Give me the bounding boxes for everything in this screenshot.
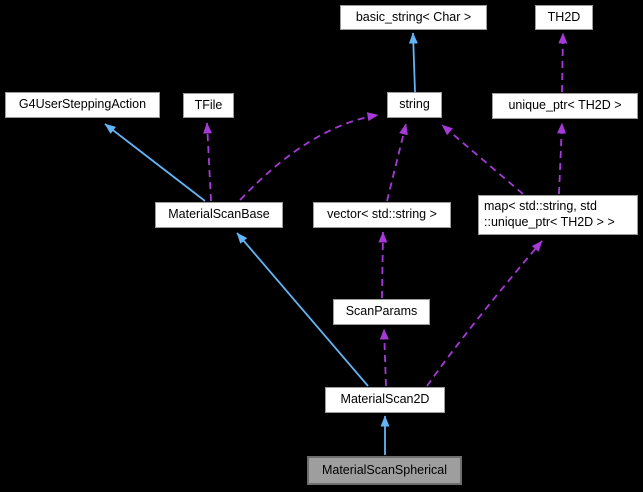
- node-g4usersteppingaction-label: G4UserSteppingAction: [18, 97, 147, 112]
- edge-map-to-string: [441, 124, 524, 195]
- node-unique-ptr-th2d-label: unique_ptr< TH2D >: [508, 98, 622, 113]
- node-basic-string-label: basic_string< Char >: [355, 9, 472, 24]
- node-g4usersteppingaction[interactable]: G4UserSteppingAction: [5, 92, 160, 118]
- edge-map-to-uniqueptr: [557, 122, 567, 195]
- edge-string-to-basic-string: [408, 32, 418, 93]
- edge-uniqueptr-to-th2d: [558, 32, 568, 93]
- node-map-std-string-unique-ptr-th2d[interactable]: map< std::string, std ::unique_ptr< TH2D…: [478, 195, 638, 235]
- node-tfile-label: TFile: [194, 97, 223, 112]
- edge-scanparams-to-vector: [378, 231, 388, 299]
- node-tfile[interactable]: TFile: [183, 93, 234, 118]
- node-materialscanspherical-label: MaterialScanSpherical: [321, 462, 448, 477]
- edge-materialscanbase-to-g4usersteppingaction: [104, 123, 206, 202]
- node-unique-ptr-th2d[interactable]: unique_ptr< TH2D >: [492, 93, 638, 119]
- edge-materialscanbase-to-tfile: [203, 122, 213, 202]
- node-th2d[interactable]: TH2D: [535, 5, 593, 30]
- edge-vector-to-string: [386, 123, 408, 202]
- edge-materialscan2d-to-map: [426, 240, 543, 387]
- node-scanparams-label: ScanParams: [345, 304, 418, 319]
- node-materialscanbase[interactable]: MaterialScanBase: [155, 202, 283, 228]
- node-materialscan2d-label: MaterialScan2D: [340, 392, 430, 407]
- edge-materialscan2d-to-scanparams: [379, 328, 389, 387]
- node-materialscanspherical[interactable]: MaterialScanSpherical: [307, 456, 462, 485]
- node-vector-std-string-label: vector< std::string >: [327, 207, 437, 222]
- node-th2d-label: TH2D: [547, 9, 581, 24]
- node-vector-std-string[interactable]: vector< std::string >: [313, 202, 451, 228]
- node-materialscanbase-label: MaterialScanBase: [168, 207, 270, 222]
- edge-materialscanbase-to-string: [239, 112, 379, 201]
- edge-materialscan2d-to-materialscanbase: [236, 232, 369, 387]
- node-scanparams[interactable]: ScanParams: [333, 299, 430, 325]
- node-string-label: string: [399, 97, 430, 112]
- node-materialscan2d[interactable]: MaterialScan2D: [325, 387, 445, 413]
- node-basic-string[interactable]: basic_string< Char >: [340, 5, 487, 30]
- node-string[interactable]: string: [387, 92, 442, 118]
- node-map-label: map< std::string, std ::unique_ptr< TH2D…: [484, 199, 615, 229]
